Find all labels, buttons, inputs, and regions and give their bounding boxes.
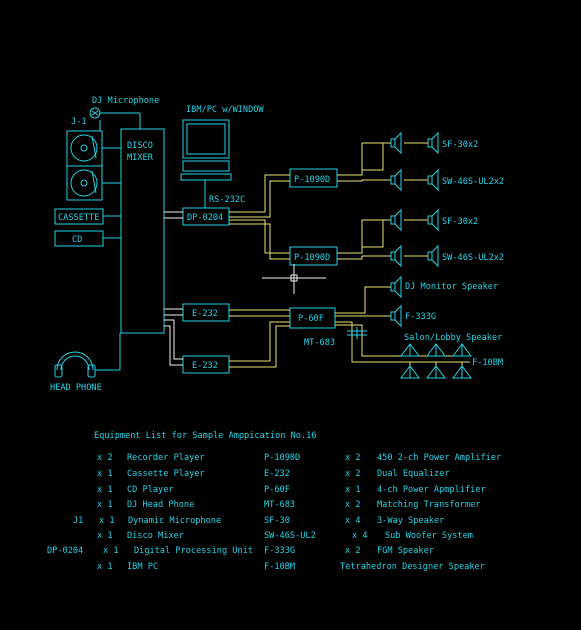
computer-icon bbox=[180, 119, 232, 181]
speaker-sw46-b2 bbox=[427, 244, 439, 268]
f333g-label: F-333G bbox=[405, 312, 436, 322]
equipment-list-left: x 2 Recorder Player x 1 Cassette Player … bbox=[47, 453, 253, 572]
speaker-f333g bbox=[390, 304, 402, 328]
right-qty: x 4 bbox=[345, 516, 361, 526]
mt683-label: MT-683 bbox=[304, 338, 335, 348]
right-qty: x 1 bbox=[345, 485, 361, 495]
headphone-icon bbox=[54, 333, 121, 378]
right-qty: x 4 bbox=[352, 531, 368, 541]
amp-output-wires bbox=[335, 142, 428, 340]
left-qty: x 1 bbox=[97, 485, 113, 495]
right-name: 4-ch Power Apmplifier bbox=[377, 485, 486, 495]
left-name: IBM PC bbox=[127, 562, 158, 572]
left-name: Cassette Player bbox=[127, 469, 205, 479]
right-name: Matching Transformer bbox=[377, 500, 480, 510]
transformer-icon bbox=[347, 327, 367, 339]
p60f-box bbox=[289, 307, 336, 329]
right-model: SF-30 bbox=[264, 516, 290, 526]
left-qty: x 2 bbox=[97, 453, 113, 463]
right-model: SW-46S-UL2 bbox=[264, 531, 316, 541]
p1090d-b-label: P-1090D bbox=[294, 253, 330, 263]
cursor-crosshair bbox=[262, 264, 326, 294]
right-model: MT-683 bbox=[264, 500, 295, 510]
right-qty: x 2 bbox=[345, 500, 361, 510]
left-tag: DP-0204 bbox=[47, 546, 83, 556]
rs232c-label: RS-232C bbox=[209, 195, 245, 205]
sw46s-a-label: SW-46S-UL2x2 bbox=[442, 177, 504, 187]
mixer-output-wires bbox=[164, 211, 183, 366]
speaker-sw46-a2 bbox=[427, 168, 439, 192]
p1090d-a-box bbox=[289, 168, 338, 188]
left-qty: x 1 bbox=[97, 500, 113, 510]
right-qty: x 2 bbox=[345, 453, 361, 463]
turntable-1 bbox=[66, 130, 103, 167]
left-qty: x 1 bbox=[99, 516, 115, 526]
dj-microphone-label: DJ Microphone bbox=[92, 96, 159, 106]
p1090d-a-label: P-1090D bbox=[294, 175, 330, 185]
right-name: 450 2-ch Power Amplifier bbox=[377, 453, 501, 463]
head-phone-label: HEAD PHONE bbox=[50, 383, 102, 393]
right-model: F-10BM bbox=[264, 562, 295, 572]
processor-to-amp-wires bbox=[229, 174, 290, 368]
speaker-sf30-b1 bbox=[390, 208, 402, 232]
equipment-list-title: Equipment List for Sample Amppication No… bbox=[94, 431, 316, 441]
left-name: Recorder Player bbox=[127, 453, 205, 463]
left-qty: x 1 bbox=[97, 469, 113, 479]
speaker-dj-monitor bbox=[390, 275, 402, 299]
speaker-sf30-a1 bbox=[390, 131, 402, 155]
salon-lobby-label: Salon/Lobby Speaker bbox=[404, 333, 502, 343]
right-name: FGM Speaker bbox=[377, 546, 434, 556]
turntable-2 bbox=[66, 165, 103, 201]
disco-mixer-label-2: MIXER bbox=[127, 153, 154, 163]
left-name: CD Player bbox=[127, 485, 174, 495]
right-name: Sub Woofer System bbox=[385, 531, 473, 541]
right-model: P-1090D bbox=[264, 453, 300, 463]
dp0204-label: DP-0204 bbox=[187, 213, 223, 223]
right-qty: x 2 bbox=[345, 469, 361, 479]
e232-a-box bbox=[182, 303, 230, 322]
speaker-sf30-a2 bbox=[427, 131, 439, 155]
disco-mixer bbox=[120, 128, 165, 334]
dj-monitor-label: DJ Monitor Speaker bbox=[405, 282, 498, 292]
disco-mixer-label-1: DISCO bbox=[127, 141, 153, 151]
salon-lobby-wires bbox=[351, 340, 470, 366]
left-qty: x 1 bbox=[97, 531, 113, 541]
left-qty: x 1 bbox=[97, 562, 113, 572]
left-name: Disco Mixer bbox=[127, 531, 184, 541]
sw46s-b-label: SW-46S-UL2x2 bbox=[442, 253, 504, 263]
p1090d-b-box bbox=[289, 246, 338, 266]
equipment-list-right: P-1090D x 2 450 2-ch Power Amplifier E-2… bbox=[264, 453, 501, 572]
ibm-pc-label: IBM/PC w/WINDOW bbox=[186, 105, 264, 115]
right-qty: x 2 bbox=[345, 546, 361, 556]
right-name: 3-Way Speaker bbox=[377, 516, 444, 526]
source-wires bbox=[100, 112, 141, 239]
cassette-label: CASSETTE bbox=[58, 213, 99, 223]
left-name: Dynamic Microphone bbox=[128, 516, 221, 526]
right-model: E-232 bbox=[264, 469, 290, 479]
e232-a-label: E-232 bbox=[192, 309, 218, 319]
speaker-sw46-b1 bbox=[390, 244, 402, 268]
j1-label: J-1 bbox=[71, 117, 87, 127]
right-name: Tetrahedron Designer Speaker bbox=[340, 562, 485, 572]
left-tag: J1 bbox=[73, 516, 83, 526]
right-name: Dual Equalizer bbox=[377, 469, 449, 479]
sf30-b-label: SF-30x2 bbox=[442, 217, 478, 227]
cd-label: CD bbox=[72, 235, 82, 245]
speaker-icons bbox=[390, 131, 439, 328]
speaker-sw46-a1 bbox=[390, 168, 402, 192]
tetrahedron-speaker-icons bbox=[400, 343, 472, 379]
left-name: DJ Head Phone bbox=[127, 500, 194, 510]
speaker-sf30-b2 bbox=[427, 208, 439, 232]
sf30-a-label: SF-30x2 bbox=[442, 140, 478, 150]
dj-microphone bbox=[89, 107, 101, 119]
p60f-label: P-60F bbox=[298, 314, 324, 324]
f10bm-label: F-10BM bbox=[472, 358, 503, 368]
right-model: F-333G bbox=[264, 546, 295, 556]
right-model: P-60F bbox=[264, 485, 290, 495]
e232-b-label: E-232 bbox=[192, 361, 218, 371]
left-qty: x 1 bbox=[103, 546, 119, 556]
left-name: Digital Processing Unit bbox=[134, 546, 253, 556]
